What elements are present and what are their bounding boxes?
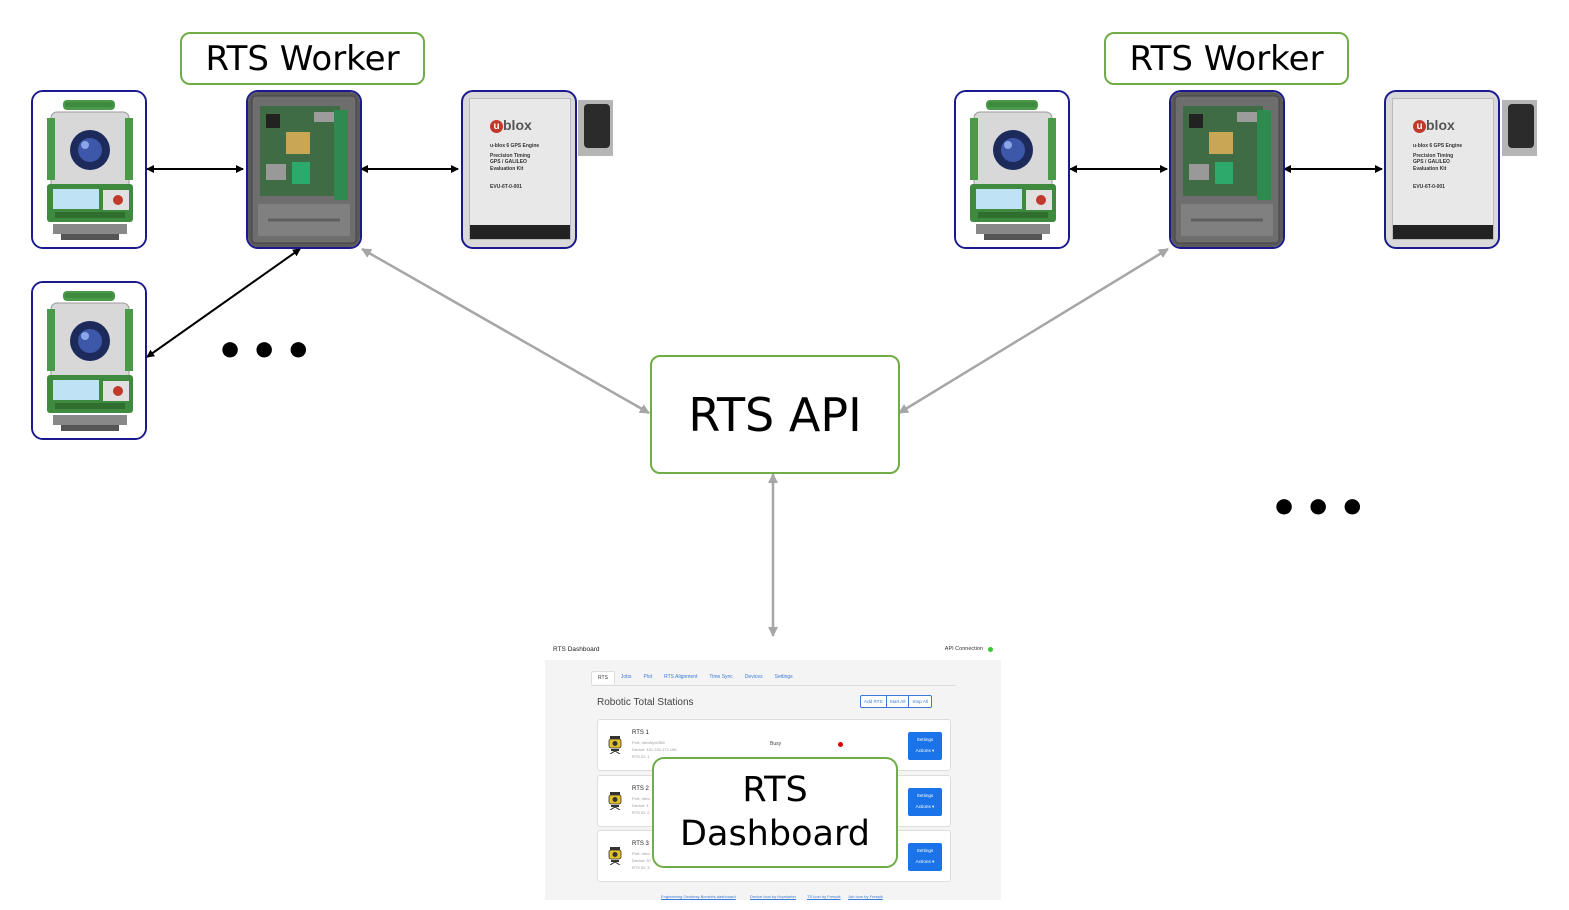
rts-id: RTS ID: 2 xyxy=(632,810,650,815)
rts-name: RTS 2 xyxy=(632,786,649,792)
footer-link-job-icon[interactable]: Job Icon by Freepik xyxy=(848,894,883,899)
dashboard-title: RTS Dashboard xyxy=(553,646,600,653)
tab-rts-alignment[interactable]: RTS Alignment xyxy=(664,674,698,680)
antenna-icon-right xyxy=(1502,100,1537,156)
rts-dashboard-label: RTS Dashboard xyxy=(652,757,898,868)
tab-jobs[interactable]: Jobs xyxy=(620,674,632,680)
tab-plot[interactable]: Plot xyxy=(643,674,653,680)
api-links xyxy=(361,247,1169,637)
rts-button-group: Add RTS Start All Stop All xyxy=(860,695,932,708)
gps-box-text: u-blox 6 GPS Engine Precision Timing GPS… xyxy=(490,143,540,190)
worker-enclosure-left xyxy=(246,90,362,249)
footer-link-repo[interactable]: Engineering Geodesy Bonn/rts-dashboard xyxy=(661,894,736,899)
api-connection-indicator xyxy=(988,647,993,652)
start-all-button[interactable]: Start All xyxy=(887,696,910,707)
total-station-left-2 xyxy=(31,281,147,440)
rts-name: RTS 1 xyxy=(632,730,649,736)
stop-all-button[interactable]: Stop All xyxy=(912,699,928,704)
rts-worker-label-right: RTS Worker xyxy=(1104,32,1349,85)
robot-icon xyxy=(608,847,622,865)
rts-dashboard-label-line1: RTS xyxy=(742,769,808,810)
worker-device-links xyxy=(146,165,1383,358)
rts-dashboard-label-line2: Dashboard xyxy=(680,813,870,854)
rts-worker-label-left: RTS Worker xyxy=(180,32,425,85)
ellipsis-right: ••• xyxy=(1270,483,1373,534)
tab-settings[interactable]: Settings xyxy=(774,674,793,680)
add-rts-button[interactable]: Add RTS xyxy=(861,696,887,707)
antenna-icon-left xyxy=(578,100,613,156)
worker-enclosure-right xyxy=(1169,90,1285,249)
footer-link-ts-icon[interactable]: TS Icon by Freepik xyxy=(807,894,841,899)
rts-device: Device: 1 xyxy=(632,803,649,808)
rts-status-indicator xyxy=(838,742,843,747)
ellipsis-left: ••• xyxy=(216,326,319,377)
total-station-icon xyxy=(33,283,145,438)
tab-time-sync[interactable]: Time Sync xyxy=(709,674,733,680)
footer-link-device-icon[interactable]: Device Icon by Hopstarter xyxy=(750,894,797,899)
dashboard-tabs: RTS Jobs Plot RTS Alignment Time Sync De… xyxy=(591,671,799,684)
link-worker-left-api xyxy=(361,247,650,415)
rts-port: Port: /dev/ xyxy=(632,796,651,801)
rts-id: RTS ID: 3 xyxy=(632,865,650,870)
rts-name: RTS 3 xyxy=(632,841,649,847)
dashboard-topbar: RTS Dashboard API Connection xyxy=(545,640,1001,660)
circuit-board-icon xyxy=(1171,92,1283,247)
link-worker-right-api xyxy=(898,247,1169,415)
dashboard-heading: Robotic Total Stations xyxy=(597,697,694,708)
tab-devices[interactable]: Devices xyxy=(744,674,763,680)
rts-status: Busy xyxy=(770,741,782,747)
rts-device: Device: 57 xyxy=(632,858,651,863)
link-ts2-worker-left xyxy=(146,248,301,358)
rts-port: Port: /dev/ttyUSB0 xyxy=(632,740,665,745)
rts-api-box: RTS API xyxy=(650,355,900,474)
rts-device: Device: 191.220.172.156 xyxy=(632,747,677,752)
rts-port: Port: /dev/ xyxy=(632,851,651,856)
total-station-right xyxy=(954,90,1070,249)
total-station-icon xyxy=(33,92,145,247)
rts-id: RTS ID: 1 xyxy=(632,754,650,759)
gps-box-text: u-blox 6 GPS Engine Precision Timing GPS… xyxy=(1413,143,1463,190)
total-station-left-1 xyxy=(31,90,147,249)
tab-rts[interactable]: RTS xyxy=(591,671,615,684)
robot-icon xyxy=(608,736,622,754)
circuit-board-icon xyxy=(248,92,360,247)
robot-icon xyxy=(608,792,622,810)
total-station-icon xyxy=(956,92,1068,247)
api-connection-label: API Connection xyxy=(944,646,983,652)
